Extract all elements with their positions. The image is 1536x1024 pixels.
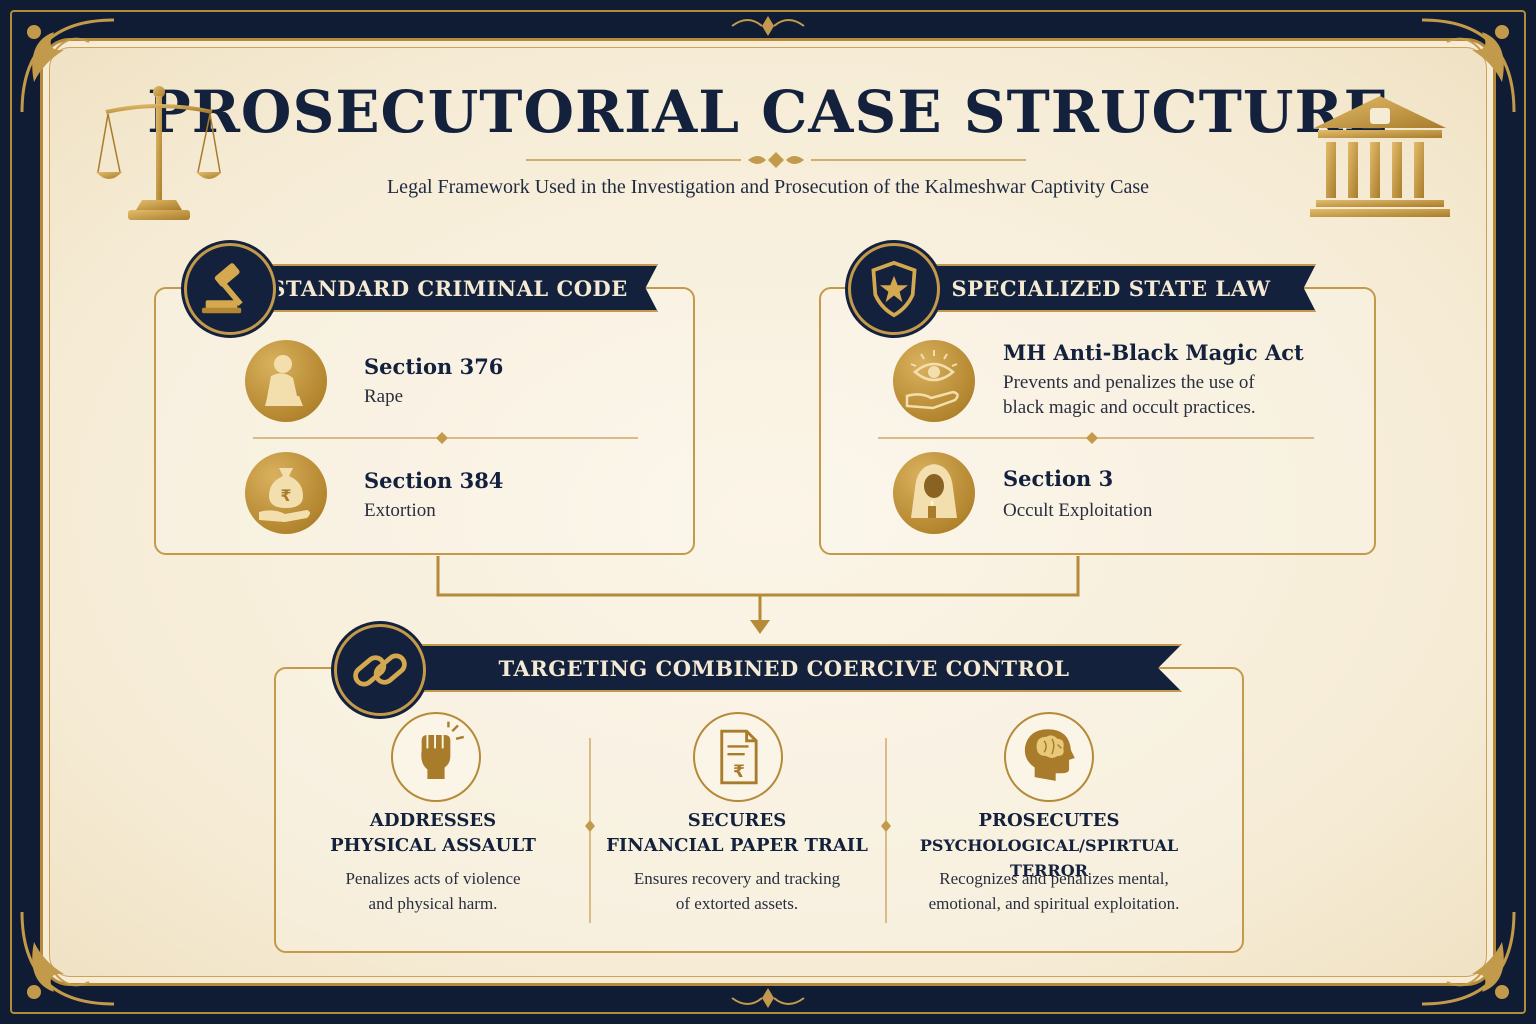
- bottom-flourish-icon: [731, 988, 805, 1008]
- column-divider: [585, 738, 595, 923]
- page-subtitle: Legal Framework Used in the Investigatio…: [386, 176, 1150, 198]
- anti-black-magic-act-title: MH Anti-Black Magic Act: [1003, 340, 1304, 365]
- physical-assault-desc-line2: and physical harm.: [368, 894, 498, 913]
- financial-trail-desc-line1: Ensures recovery and tracking: [633, 869, 841, 888]
- section-384-desc: Extortion: [364, 500, 436, 521]
- anti-black-magic-act-desc-line2: black magic and occult practices.: [1003, 397, 1256, 418]
- page-title: PROSECUTORIAL CASE STRUCTURE: [147, 78, 1389, 146]
- svg-text:₹: ₹: [280, 486, 291, 505]
- physical-assault-desc-line1: Penalizes acts of violence: [345, 869, 521, 888]
- title-divider-icon: [526, 152, 1026, 168]
- section-376-title: Section 376: [364, 354, 504, 379]
- financial-trail-head-line1: SECURES: [687, 810, 787, 831]
- shield-star-icon: [848, 243, 940, 335]
- money-bag-hand-icon: ₹: [245, 452, 327, 534]
- top-flourish-icon: [731, 16, 805, 36]
- scales-of-justice-icon: [96, 86, 221, 220]
- section-3-desc: Occult Exploitation: [1003, 500, 1153, 521]
- courthouse-icon: [1310, 96, 1450, 217]
- section-376-desc: Rape: [364, 386, 404, 407]
- fist-icon: [391, 712, 481, 802]
- head-brain-icon: [1004, 712, 1094, 802]
- chain-link-icon: [334, 624, 426, 716]
- column-divider: [881, 738, 891, 923]
- section-divider: [253, 432, 638, 444]
- rupee-document-icon: ₹: [693, 712, 783, 802]
- section-3-title: Section 3: [1003, 466, 1114, 491]
- corner-ornament-icon: [1421, 911, 1516, 1006]
- gavel-icon: [184, 243, 276, 335]
- state-law-banner: SPECIALIZED STATE LAW: [906, 264, 1316, 312]
- psychological-terror-head-line1: PROSECUTES: [978, 810, 1120, 831]
- standard-code-banner: STANDARD CRIMINAL CODE: [240, 264, 658, 312]
- eye-hand-icon: [893, 340, 975, 422]
- svg-text:₹: ₹: [733, 762, 745, 782]
- outer-frame: [10, 10, 1526, 1014]
- financial-trail-head-line2: FINANCIAL PAPER TRAIL: [606, 835, 868, 856]
- hooded-figure-icon: [893, 452, 975, 534]
- physical-assault-head-line2: PHYSICAL ASSAULT: [330, 835, 536, 856]
- psychological-terror-desc-line2: emotional, and spiritual exploitation.: [928, 894, 1180, 913]
- psychological-terror-desc-line1: Recognizes and penalizes mental,: [939, 869, 1169, 888]
- corner-ornament-icon: [20, 18, 115, 113]
- distressed-person-icon: [245, 340, 327, 422]
- combined-control-banner: TARGETING COMBINED COERCIVE CONTROL: [386, 644, 1182, 692]
- section-384-title: Section 384: [364, 468, 504, 493]
- psychological-terror-head-line2: PSYCHOLOGICAL/SPIRTUAL TERROR: [919, 836, 1179, 880]
- section-divider: [878, 432, 1314, 444]
- corner-ornament-icon: [1421, 18, 1516, 113]
- physical-assault-head-line1: ADDRESSES: [369, 810, 497, 831]
- anti-black-magic-act-desc-line1: Prevents and penalizes the use of: [1003, 372, 1255, 393]
- corner-ornament-icon: [20, 911, 115, 1006]
- financial-trail-desc-line2: of extorted assets.: [675, 894, 799, 913]
